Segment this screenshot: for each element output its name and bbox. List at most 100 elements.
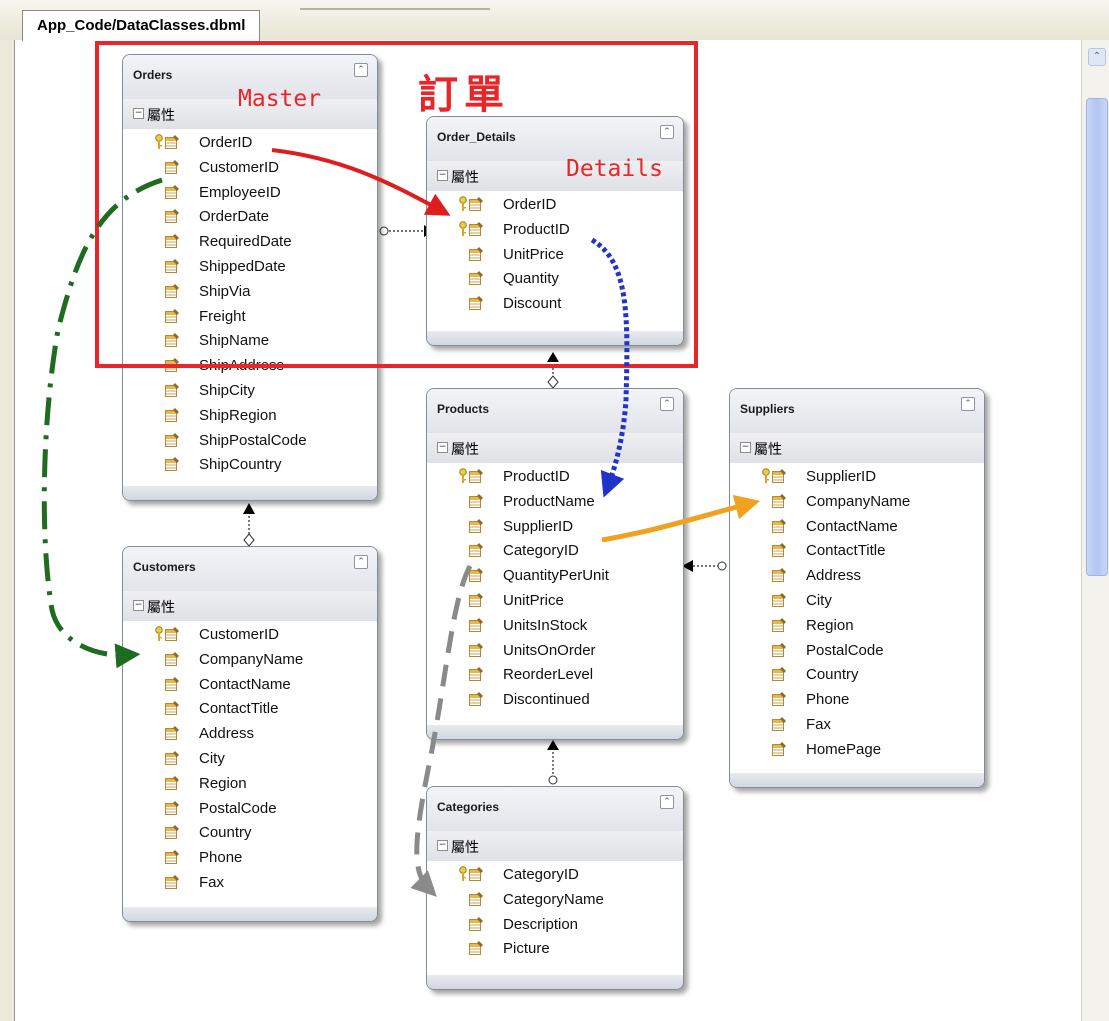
property-row[interactable]: Discontinued bbox=[427, 688, 683, 713]
property-row[interactable]: ReorderLevel bbox=[427, 663, 683, 688]
property-row[interactable]: UnitPrice bbox=[427, 243, 683, 268]
property-row[interactable]: Phone bbox=[123, 846, 377, 871]
property-row[interactable]: Discount bbox=[427, 292, 683, 317]
property-icon bbox=[469, 867, 483, 881]
entity-header[interactable]: Order_Details ⌃ bbox=[427, 117, 683, 161]
entity-footer bbox=[427, 331, 683, 345]
properties-group-header[interactable]: − 屬性 bbox=[427, 433, 683, 463]
property-row[interactable]: OrderID bbox=[427, 193, 683, 218]
property-icon bbox=[165, 184, 179, 199]
property-row[interactable]: Region bbox=[123, 772, 377, 797]
property-row[interactable]: ShipPostalCode bbox=[123, 429, 377, 454]
minus-icon[interactable]: − bbox=[133, 600, 144, 611]
property-row[interactable]: Region bbox=[730, 614, 984, 639]
property-row[interactable]: SupplierID bbox=[427, 515, 683, 540]
property-row[interactable]: UnitPrice bbox=[427, 589, 683, 614]
vertical-scrollbar[interactable]: ⌃ bbox=[1081, 40, 1109, 1021]
property-row[interactable]: CompanyName bbox=[730, 490, 984, 515]
properties-group-header[interactable]: − 屬性 bbox=[427, 831, 683, 861]
minus-icon[interactable]: − bbox=[437, 170, 448, 181]
collapse-icon[interactable]: ⌃ bbox=[660, 125, 674, 139]
property-row[interactable]: Address bbox=[123, 722, 377, 747]
property-name: CategoryID bbox=[503, 866, 579, 883]
property-icon bbox=[165, 874, 179, 889]
property-row[interactable]: CategoryName bbox=[427, 888, 683, 913]
collapse-icon[interactable]: ⌃ bbox=[961, 397, 975, 411]
property-row[interactable]: Country bbox=[730, 663, 984, 688]
property-row[interactable]: OrderID bbox=[123, 131, 377, 156]
property-row[interactable]: ShipRegion bbox=[123, 404, 377, 429]
property-row[interactable]: UnitsOnOrder bbox=[427, 639, 683, 664]
property-row[interactable]: EmployeeID bbox=[123, 181, 377, 206]
minus-icon[interactable]: − bbox=[437, 840, 448, 851]
entity-header[interactable]: Products ⌃ bbox=[427, 389, 683, 433]
property-row[interactable]: ContactTitle bbox=[123, 697, 377, 722]
property-row[interactable]: OrderDate bbox=[123, 205, 377, 230]
property-row[interactable]: Fax bbox=[123, 871, 377, 896]
property-icon bbox=[165, 308, 179, 323]
property-row[interactable]: CategoryID bbox=[427, 539, 683, 564]
property-row[interactable]: ShipName bbox=[123, 329, 377, 354]
property-row[interactable]: ContactName bbox=[123, 673, 377, 698]
property-name: Address bbox=[199, 725, 255, 743]
property-row[interactable]: RequiredDate bbox=[123, 230, 377, 255]
categories-entity[interactable]: Categories ⌃ − 屬性 CategoryID CategoryName… bbox=[426, 786, 684, 990]
property-row[interactable]: ShipCity bbox=[123, 379, 377, 404]
properties-group-header[interactable]: − 屬性 bbox=[123, 591, 377, 621]
property-row[interactable]: PostalCode bbox=[730, 639, 984, 664]
property-name: ContactName bbox=[199, 675, 291, 693]
property-row[interactable]: CustomerID bbox=[123, 623, 377, 648]
property-row[interactable]: Description bbox=[427, 913, 683, 938]
minus-icon[interactable]: − bbox=[133, 108, 144, 119]
property-name: Phone bbox=[806, 691, 850, 709]
entity-title: Categories bbox=[437, 800, 500, 814]
collapse-icon[interactable]: ⌃ bbox=[354, 555, 368, 569]
property-row[interactable]: ProductID bbox=[427, 218, 683, 243]
property-row[interactable]: Fax bbox=[730, 713, 984, 738]
property-row[interactable]: Address bbox=[730, 564, 984, 589]
property-row[interactable]: City bbox=[730, 589, 984, 614]
entity-header[interactable]: Suppliers ⌃ bbox=[730, 389, 984, 433]
collapse-icon[interactable]: ⌃ bbox=[660, 795, 674, 809]
property-row[interactable]: PostalCode bbox=[123, 797, 377, 822]
property-row[interactable]: ShipCountry bbox=[123, 453, 377, 478]
property-row[interactable]: City bbox=[123, 747, 377, 772]
collapse-icon[interactable]: ⌃ bbox=[660, 397, 674, 411]
scroll-up-button[interactable]: ⌃ bbox=[1088, 48, 1106, 66]
property-row[interactable]: QuantityPerUnit bbox=[427, 564, 683, 589]
scroll-thumb[interactable] bbox=[1086, 98, 1108, 576]
entity-header[interactable]: Customers ⌃ bbox=[123, 547, 377, 591]
property-row[interactable]: CustomerID bbox=[123, 156, 377, 181]
property-row[interactable]: Freight bbox=[123, 305, 377, 330]
property-row[interactable]: UnitsInStock bbox=[427, 614, 683, 639]
property-row[interactable]: Phone bbox=[730, 688, 984, 713]
property-row[interactable]: CompanyName bbox=[123, 648, 377, 673]
document-tab[interactable]: App_Code/DataClasses.dbml bbox=[22, 10, 261, 41]
property-row[interactable]: Picture bbox=[427, 937, 683, 962]
property-row[interactable]: ShippedDate bbox=[123, 255, 377, 280]
property-row[interactable]: ProductID bbox=[427, 465, 683, 490]
property-icon bbox=[772, 469, 786, 483]
collapse-icon[interactable]: ⌃ bbox=[354, 63, 368, 77]
property-row[interactable]: ShipVia bbox=[123, 280, 377, 305]
property-row[interactable]: Quantity bbox=[427, 267, 683, 292]
master-annotation-label: Master bbox=[238, 86, 322, 112]
property-row[interactable]: ContactName bbox=[730, 515, 984, 540]
property-row[interactable]: ShipAddress bbox=[123, 354, 377, 379]
property-row[interactable]: HomePage bbox=[730, 738, 984, 763]
entity-header[interactable]: Categories ⌃ bbox=[427, 787, 683, 831]
property-row[interactable]: SupplierID bbox=[730, 465, 984, 490]
property-row[interactable]: ContactTitle bbox=[730, 539, 984, 564]
property-row[interactable]: CategoryID bbox=[427, 863, 683, 888]
association-arrowhead bbox=[682, 560, 693, 572]
properties-group-header[interactable]: − 屬性 bbox=[730, 433, 984, 463]
minus-icon[interactable]: − bbox=[437, 442, 448, 453]
property-row[interactable]: Country bbox=[123, 821, 377, 846]
property-row[interactable]: ProductName bbox=[427, 490, 683, 515]
minus-icon[interactable]: − bbox=[740, 442, 751, 453]
